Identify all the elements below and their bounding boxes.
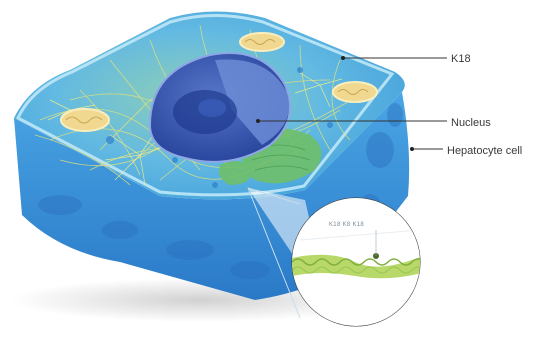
mitochondrion-left [61,109,109,131]
zoom-inset-text: K18 K8 K18 [329,222,364,228]
callout-dot-hepatocyte [410,147,414,151]
mitochondrion-right [333,82,377,102]
callout-dot-k18 [341,56,345,60]
label-hepatocyte-cell: Hepatocyte cell [447,145,522,157]
label-nucleus: Nucleus [451,117,491,129]
zoom-inset [290,198,425,326]
callout-dot-nucleus [256,119,260,123]
label-k18: K18 [451,53,471,65]
mitochondrion-top [240,33,284,51]
